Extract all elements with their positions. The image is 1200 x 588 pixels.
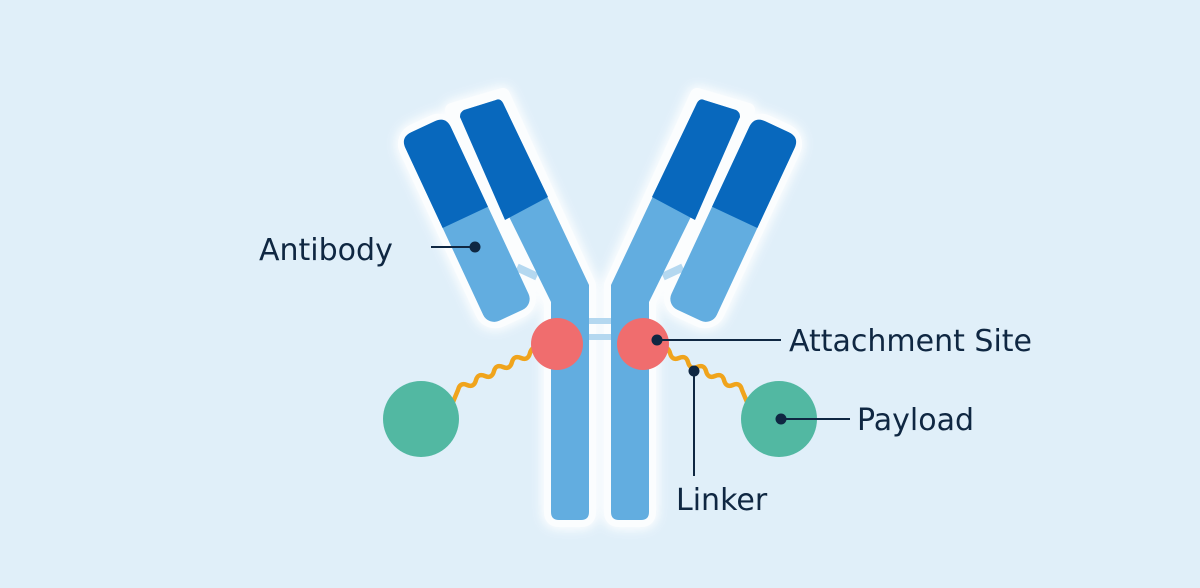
hinge-bond-upper	[589, 318, 611, 324]
light-chain-right	[670, 119, 797, 322]
attachment-site-right	[617, 318, 669, 370]
light-chain-right-variable	[712, 119, 797, 228]
callout-attachment-site: Attachment Site	[651, 324, 1032, 359]
payload-left	[383, 381, 459, 457]
light-chain-left	[403, 119, 530, 322]
callout-payload: Payload	[775, 403, 974, 438]
heavy-chain-right	[611, 99, 740, 520]
linker-left	[450, 345, 541, 405]
heavy-chain-left	[460, 99, 589, 520]
hinge-connectors	[515, 263, 685, 340]
light-chain-bond-left	[515, 263, 539, 281]
heavy-chain-right-variable	[652, 99, 740, 220]
antibody	[397, 88, 803, 527]
label-antibody: Antibody	[259, 233, 393, 268]
light-chain-bond-right	[661, 263, 685, 281]
callout-antibody: Antibody	[259, 233, 481, 268]
callout-linker: Linker	[676, 365, 768, 518]
hinge-bond-lower	[589, 334, 611, 340]
light-chain-left-variable	[403, 119, 488, 228]
label-payload: Payload	[857, 403, 974, 438]
label-linker: Linker	[676, 483, 768, 518]
linker-right	[659, 345, 750, 405]
attachment-site-left	[531, 318, 583, 370]
label-attachment-site: Attachment Site	[789, 324, 1032, 359]
heavy-chain-left-variable	[460, 99, 548, 220]
